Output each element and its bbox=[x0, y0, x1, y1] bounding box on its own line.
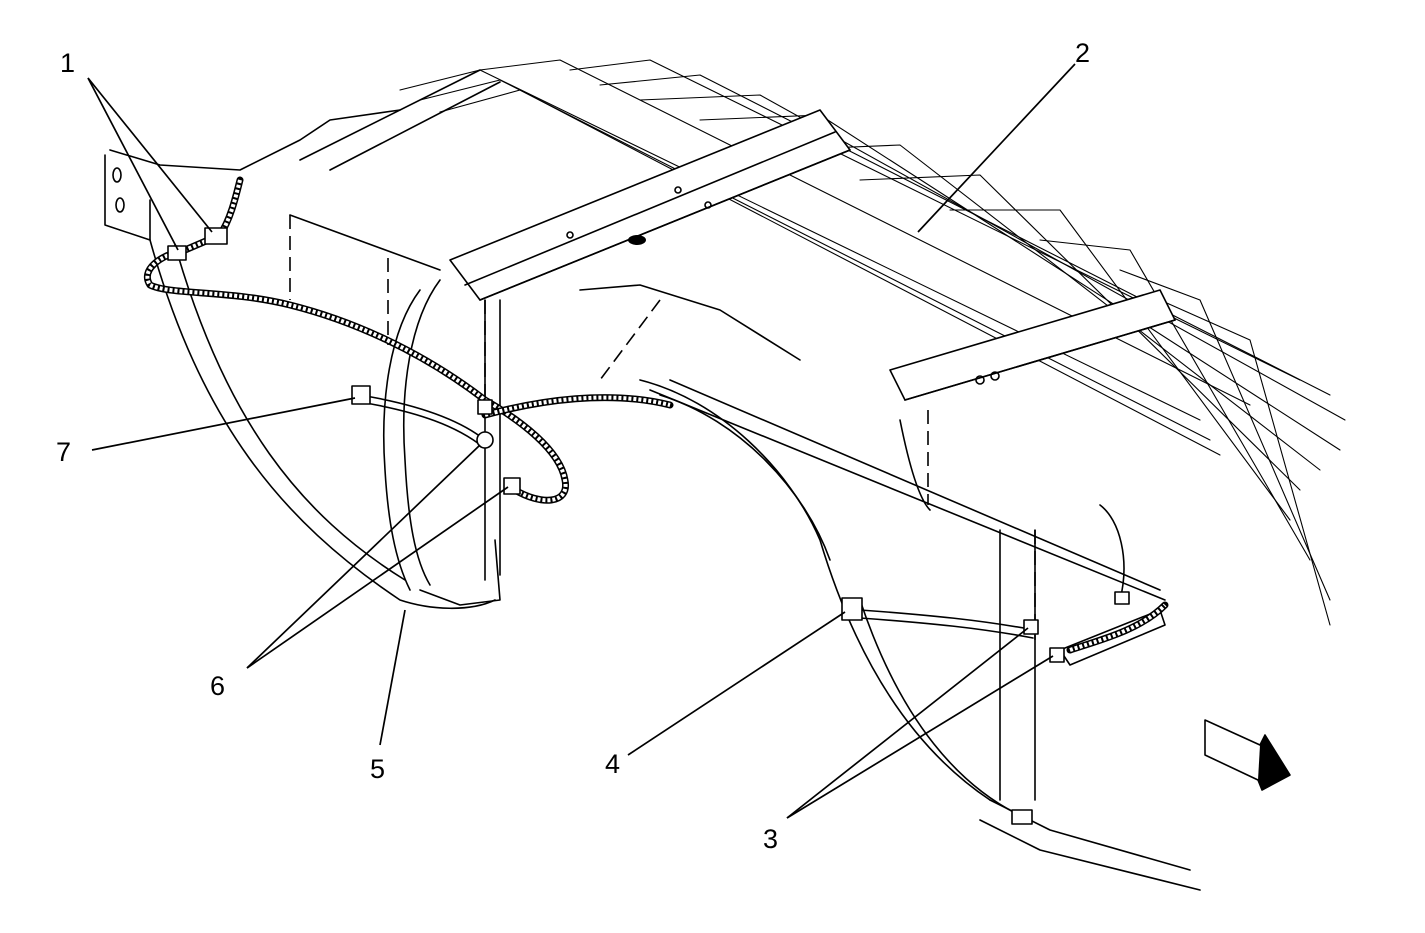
bed-crossmember-rear bbox=[889, 289, 1176, 401]
callout-7: 7 bbox=[56, 437, 71, 467]
clip-4 bbox=[841, 597, 863, 621]
clip-6b bbox=[503, 477, 521, 495]
callout-5: 5 bbox=[370, 754, 385, 784]
bed-floor bbox=[299, 59, 1346, 626]
clip-1b bbox=[167, 245, 187, 261]
installation-dashes bbox=[289, 215, 1036, 640]
front-direction-arrow-icon bbox=[1204, 719, 1291, 791]
callout-2: 2 bbox=[1075, 38, 1090, 68]
right-wheelhouse bbox=[579, 284, 1201, 891]
clip-3a bbox=[1023, 619, 1039, 635]
leader-lines bbox=[87, 63, 1076, 819]
clip-3b bbox=[1049, 647, 1065, 663]
callout-6: 6 bbox=[210, 671, 225, 701]
callout-labels: 1 2 3 4 5 6 7 bbox=[56, 38, 1090, 854]
wiring-harness-right bbox=[859, 504, 1169, 654]
clip-1a bbox=[204, 227, 228, 245]
callout-3: 3 bbox=[763, 824, 778, 854]
fasteners bbox=[167, 227, 1130, 825]
bed-crossmember-front bbox=[449, 109, 851, 301]
callout-4: 4 bbox=[605, 749, 620, 779]
clip-7 bbox=[351, 385, 371, 405]
clip-6a bbox=[476, 431, 494, 449]
callout-1: 1 bbox=[60, 48, 75, 78]
